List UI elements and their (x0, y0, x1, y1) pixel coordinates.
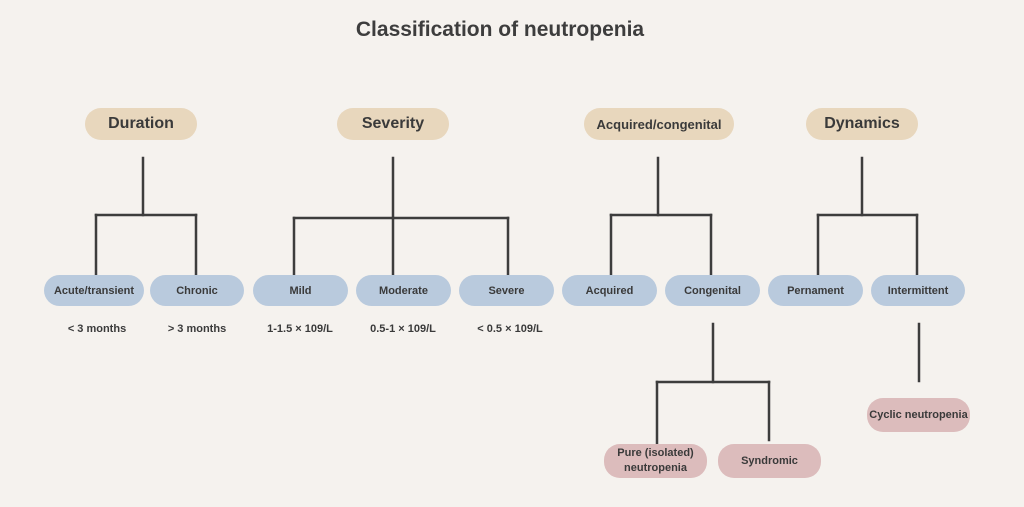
node-pure-line1: Pure (isolated) (617, 447, 694, 459)
note-acute: < 3 months (67, 323, 127, 335)
node-congenital: Congenital (665, 275, 760, 306)
node-cyclic-neutropenia: Cyclic neutropenia (867, 398, 970, 432)
node-severe: Severe (459, 275, 554, 306)
note-chronic: > 3 months (167, 323, 227, 335)
node-intermittent: Intermittent (871, 275, 965, 306)
node-chronic: Chronic (150, 275, 244, 306)
note-moderate: 0.5-1 × 109/L (370, 323, 436, 335)
category-duration: Duration (85, 108, 197, 140)
node-moderate: Moderate (356, 275, 451, 306)
note-mild: 1-1.5 × 109/L (267, 323, 333, 335)
node-syndromic: Syndromic (718, 444, 821, 478)
category-severity: Severity (337, 108, 449, 140)
note-severe: < 0.5 × 109/L (477, 323, 543, 335)
node-pure-isolated-neutropenia: Pure (isolated) neutropenia (604, 444, 707, 478)
node-mild: Mild (253, 275, 348, 306)
node-permanent: Pernament (768, 275, 863, 306)
node-acute-transient: Acute/transient (44, 275, 144, 306)
node-acquired: Acquired (562, 275, 657, 306)
node-pure-line2: neutropenia (624, 462, 687, 474)
diagram-title: Classification of neutropenia (355, 18, 645, 41)
category-dynamics: Dynamics (806, 108, 918, 140)
category-acquired-congenital: Acquired/congenital (584, 108, 734, 140)
